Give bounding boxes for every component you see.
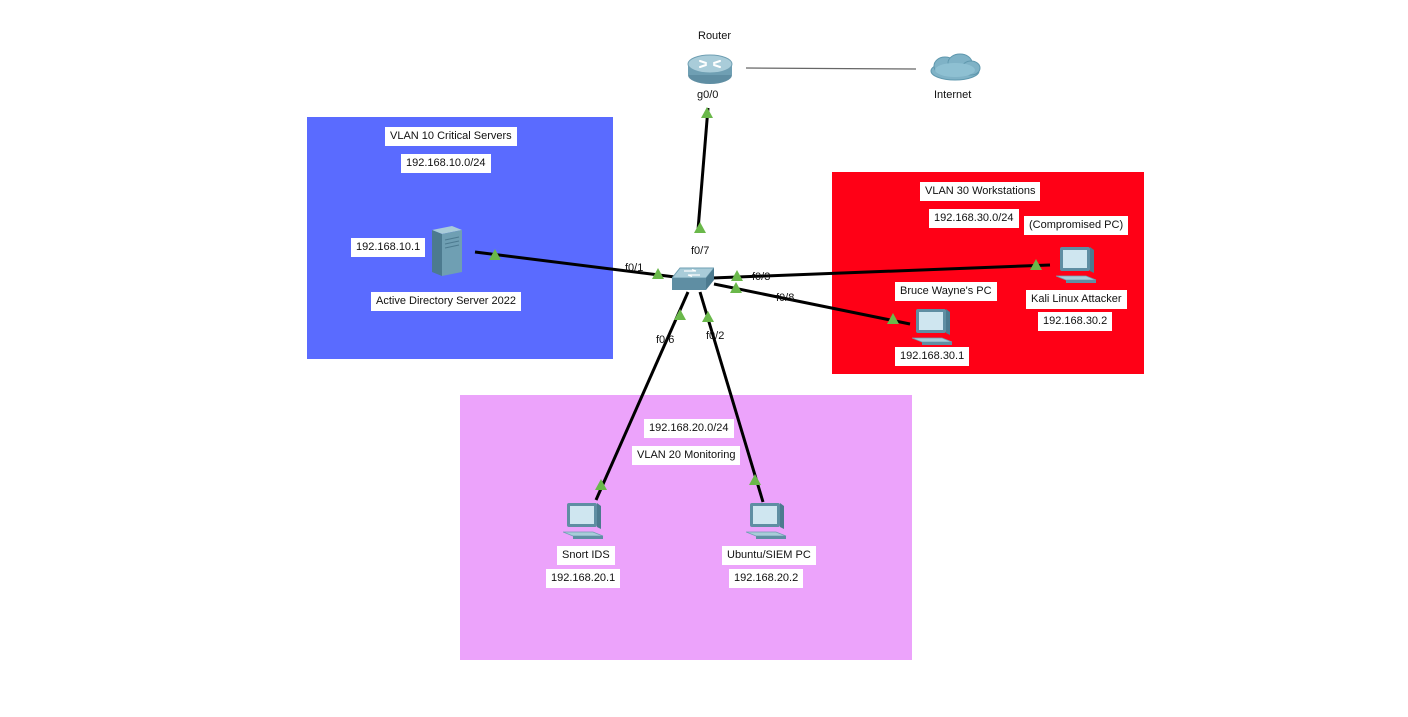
port-up-indicator [731,270,743,281]
port-up-indicator [701,107,713,118]
port-up-indicator [595,479,607,490]
port-up-indicator [674,309,686,320]
port-up-indicator [730,282,742,293]
cloud-icon[interactable] [928,52,982,87]
snort-name: Snort IDS [557,546,615,565]
vlan20-title: VLAN 20 Monitoring [632,446,741,465]
pc-icon[interactable] [745,502,790,547]
port-label-f0-7: f0/7 [691,245,710,257]
pc-icon[interactable] [1055,246,1100,291]
link-switch-bruce[interactable] [713,282,911,326]
link-switch-router[interactable] [696,107,710,231]
port-up-indicator [887,313,899,324]
link-switch-snort[interactable] [594,291,690,501]
router-name: Router [698,30,732,42]
snort-ip: 192.168.20.1 [546,569,621,588]
pc-icon[interactable] [911,308,956,353]
kali-ip: 192.168.30.2 [1038,312,1113,331]
port-label-f0-8: f0/8 [776,292,795,304]
compromised-note: (Compromised PC) [1024,216,1129,235]
siem-ip: 192.168.20.2 [729,569,804,588]
port-up-indicator [1030,259,1042,270]
router-icon[interactable] [686,50,734,91]
bruce-name: Bruce Wayne's PC [895,282,997,301]
link-switch-siem[interactable] [698,291,765,503]
port-label-f0-1: f0/1 [625,262,644,274]
kali-name: Kali Linux Attacker [1026,290,1127,309]
bruce-ip: 192.168.30.1 [895,347,970,366]
switch-icon[interactable] [670,266,716,297]
vlan30-zone [832,172,1144,374]
port-up-indicator [702,311,714,322]
siem-name: Ubuntu/SIEM PC [722,546,816,565]
port-label-f0-3: f0/3 [752,271,771,283]
vlan20-subnet: 192.168.20.0/24 [644,419,734,438]
vlan30-title: VLAN 30 Workstations [920,182,1041,201]
port-up-indicator [749,474,761,485]
port-status-indicators [489,107,1042,490]
router-port-label: g0/0 [697,89,719,101]
pc-icon[interactable] [562,502,607,547]
port-label-f0-6: f0/6 [656,334,675,346]
server-ip: 192.168.10.1 [351,238,426,257]
port-up-indicator [694,222,706,233]
internet-label: Internet [934,89,972,101]
port-label-f0-2: f0/2 [706,330,725,342]
server-icon[interactable] [430,224,464,281]
vlan10-title: VLAN 10 Critical Servers [385,127,517,146]
port-up-indicator [652,268,664,279]
link-switch-server[interactable] [474,250,676,279]
vlan10-subnet: 192.168.10.0/24 [401,154,491,173]
port-up-indicator [489,249,501,260]
vlan30-subnet: 192.168.30.0/24 [929,209,1019,228]
server-name: Active Directory Server 2022 [371,292,521,311]
vlan20-zone [460,395,912,660]
link-switch-kali[interactable] [711,263,1051,280]
link-router-internet[interactable] [745,67,917,70]
